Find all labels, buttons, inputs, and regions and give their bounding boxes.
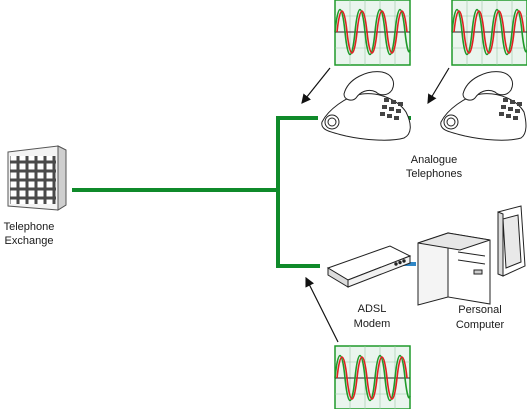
- pc-label-line2: Computer: [456, 319, 505, 331]
- phones-label-line2: Telephones: [406, 168, 463, 180]
- pc-label-line1: Personal: [458, 304, 501, 316]
- modem-icon: [326, 245, 412, 288]
- building-icon: [7, 145, 67, 211]
- exchange-label-line1: Telephone: [4, 221, 55, 233]
- computer-icon: [417, 205, 526, 306]
- modem-label-line1: ADSL: [358, 303, 387, 315]
- waveform-display-icon: [451, 0, 527, 66]
- telephone-line: [72, 116, 411, 268]
- telephone-icon: [321, 71, 411, 141]
- arrow-scope-to-extension: [427, 67, 450, 105]
- phones-label-line1: Analogue: [411, 154, 458, 166]
- arrow-scope-to-line: [301, 67, 331, 104]
- waveform-display-icon: [334, 345, 411, 409]
- telephone-icon: [440, 71, 527, 141]
- modem-label-line2: Modem: [354, 318, 391, 330]
- arrow-scope-to-modem-line: [305, 276, 339, 343]
- exchange-label-line2: Exchange: [5, 235, 54, 247]
- waveform-display-icon: [334, 0, 411, 66]
